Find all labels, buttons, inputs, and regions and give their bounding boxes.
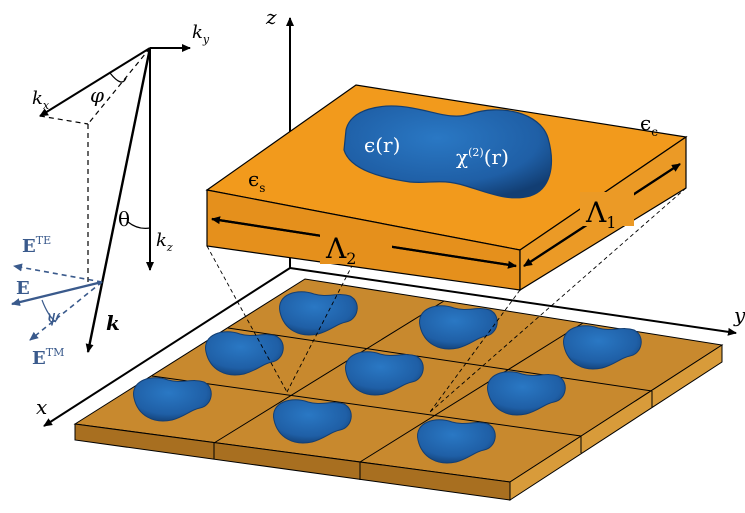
eps-s-label: ϵs <box>248 167 265 195</box>
y-axis <box>289 267 737 336</box>
ete-arrow <box>13 263 103 283</box>
z-axis-label: z <box>265 5 277 29</box>
unit-cell: ϵ(r) χ(2)(r) ϵs ϵc Λ2 Λ1 <box>205 84 688 292</box>
eps-c-label: ϵc <box>640 111 658 139</box>
kx-arrow <box>39 47 151 117</box>
ete-label: ETE <box>22 234 51 257</box>
etm-label: ETM <box>32 346 64 369</box>
lambda2-label: Λ2 <box>325 232 356 268</box>
etm-arrow <box>29 281 103 341</box>
psi-label: ψ <box>46 306 61 327</box>
theta-arc <box>127 221 151 229</box>
kz-label: kz <box>156 230 173 254</box>
k-projection <box>87 47 151 125</box>
lambda1-label-bg <box>580 192 634 226</box>
y-axis-label: y <box>733 303 745 327</box>
k-label: k <box>106 311 120 335</box>
kx-label: kx <box>32 88 50 112</box>
chi2-label: χ(2)(r) <box>456 145 509 169</box>
permittivity-label: ϵ(r) <box>364 133 400 157</box>
ky-label: ky <box>192 22 210 46</box>
lambda1-label: Λ1 <box>585 196 616 232</box>
phi-arc <box>109 72 127 83</box>
k-arrow <box>85 47 152 353</box>
theta-label: θ <box>118 207 130 231</box>
psi-arc <box>41 299 57 323</box>
projection-lines <box>206 187 687 413</box>
wavevector-diagram: ky kx kz φ θ k ETE E ETM <box>11 22 210 369</box>
phi-label: φ <box>90 83 104 107</box>
x-axis-label: x <box>36 395 47 419</box>
e-arrow <box>11 280 103 306</box>
x-axis <box>43 267 291 427</box>
e-label: E <box>16 278 30 299</box>
inclusion-blob <box>343 105 552 199</box>
lambda2-label-bg <box>320 228 392 264</box>
